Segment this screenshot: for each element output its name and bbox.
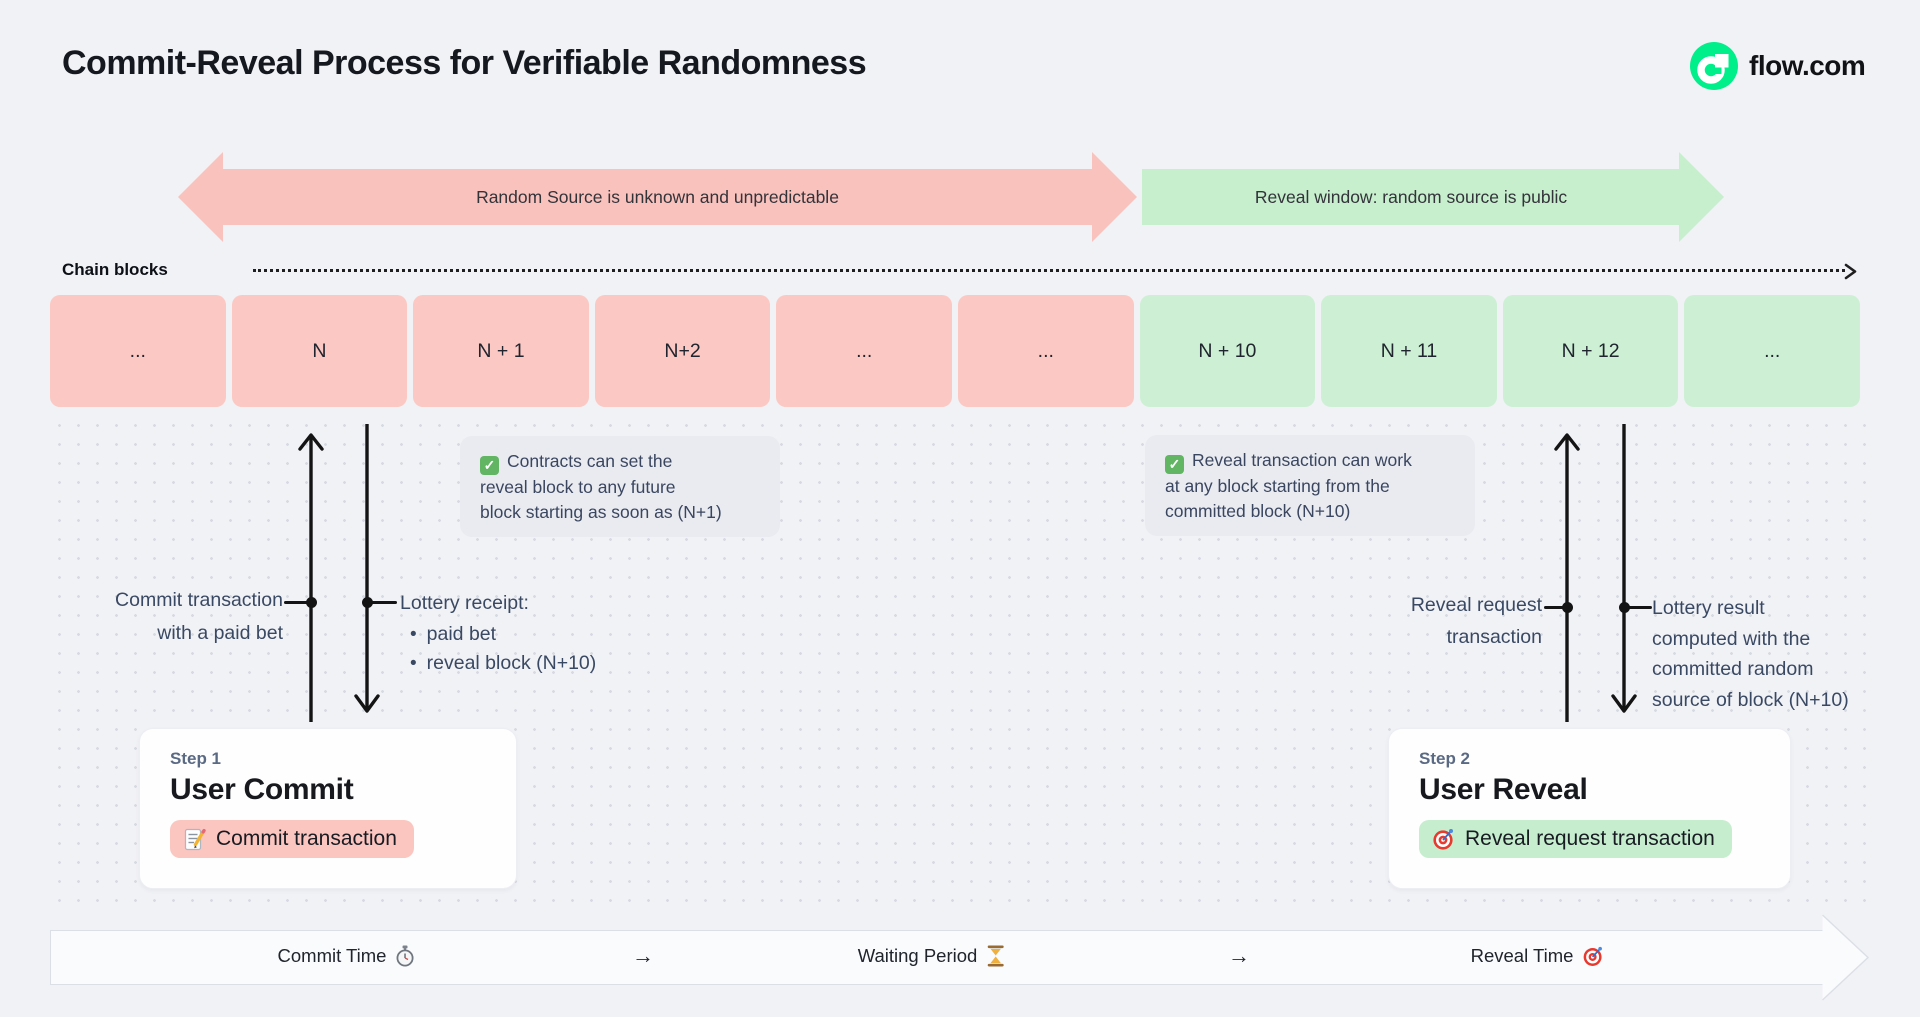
unknown-phase-label: Random Source is unknown and unpredictab… — [476, 186, 839, 207]
unknown-phase-arrow: Random Source is unknown and unpredictab… — [178, 152, 1137, 242]
stage-waiting-period: Waiting Period — [858, 930, 1005, 982]
flow-logo-icon — [1690, 42, 1738, 90]
check-icon: ✓ — [480, 455, 499, 475]
timeline-separator: → — [1228, 943, 1250, 968]
step1-card: Step 1 User Commit Commit transaction — [139, 728, 517, 889]
step2-card: Step 2 User Reveal Reveal request transa… — [1388, 728, 1791, 889]
reveal-request-badge: Reveal request transaction — [1419, 820, 1732, 858]
target-icon — [1583, 946, 1602, 966]
connector-dot — [362, 597, 373, 608]
connector-dot — [306, 597, 317, 608]
arrow-right-head — [1679, 152, 1724, 242]
reveal-note: ✓Reveal transaction can work at any bloc… — [1145, 435, 1475, 537]
receipt-bullet: •reveal block (N+10) — [410, 652, 597, 674]
lottery-result-label: Lottery result computed with the committ… — [1652, 597, 1849, 711]
timeline-bar — [50, 930, 1823, 985]
reveal-phase-label: Reveal window: random source is public — [1254, 186, 1568, 207]
brand: flow.com — [1690, 42, 1866, 90]
stage-commit-time: Commit Time — [278, 930, 415, 982]
chain-dotted-line — [253, 269, 1845, 272]
reveal-phase-arrow: Reveal window: random source is public — [1142, 152, 1724, 242]
chain-blocks-label: Chain blocks — [62, 260, 168, 279]
commit-note: ✓Contracts can set the reveal block to a… — [460, 436, 780, 538]
connector-dot — [1619, 602, 1630, 613]
chain-block: N + 1 — [413, 295, 589, 407]
stage-reveal-time: Reveal Time — [1471, 930, 1604, 982]
chain-block: ... — [958, 295, 1134, 407]
connector-tick — [1544, 606, 1564, 609]
chain-block: N — [231, 295, 408, 407]
chain-block: ... — [776, 295, 952, 407]
check-icon: ✓ — [1165, 454, 1184, 474]
receipt-down-arrow-icon — [354, 424, 380, 713]
lottery-receipt-label: Lottery receipt: •paid bet •reveal block… — [400, 589, 596, 678]
reveal-request-label: Reveal request transaction — [1410, 594, 1542, 648]
chain-block: N+2 — [594, 295, 771, 407]
commit-transaction-label: Commit transaction with a paid bet — [115, 589, 283, 644]
arrow-left-head — [178, 152, 223, 242]
memo-icon — [184, 828, 206, 850]
connector-tick — [1627, 606, 1652, 609]
chain-block: ... — [1684, 295, 1860, 407]
chain-block: N + 11 — [1321, 295, 1497, 407]
chain-line-arrow-icon — [1844, 263, 1857, 280]
page-title: Commit-Reveal Process for Verifiable Ran… — [62, 44, 867, 82]
chain-block: ... — [50, 295, 226, 407]
chain-blocks-row: ... N N + 1 N+2 ... ... N + 10 N + 11 N … — [50, 295, 1860, 407]
commit-up-arrow-icon — [298, 433, 324, 722]
target-icon — [1433, 828, 1453, 850]
step-title: User Commit — [170, 773, 354, 806]
stopwatch-icon — [396, 945, 414, 967]
step-number: Step 1 — [170, 749, 222, 768]
connector-tick — [284, 601, 308, 604]
step-number: Step 2 — [1419, 749, 1471, 768]
receipt-bullet: •paid bet — [410, 623, 497, 645]
step-title: User Reveal — [1419, 773, 1588, 806]
chain-block: N + 10 — [1139, 295, 1316, 407]
hourglass-icon — [987, 945, 1004, 967]
commit-transaction-badge: Commit transaction — [170, 820, 414, 858]
connector-tick — [370, 601, 397, 604]
arrow-right-head — [1092, 152, 1137, 242]
connector-dot — [1562, 602, 1573, 613]
timeline-arrow-head — [1822, 914, 1870, 1001]
result-down-arrow-icon — [1611, 424, 1637, 713]
timeline-separator: → — [632, 943, 654, 968]
reveal-up-arrow-icon — [1554, 433, 1580, 722]
brand-name: flow.com — [1749, 50, 1866, 81]
chain-block: N + 12 — [1502, 295, 1679, 407]
